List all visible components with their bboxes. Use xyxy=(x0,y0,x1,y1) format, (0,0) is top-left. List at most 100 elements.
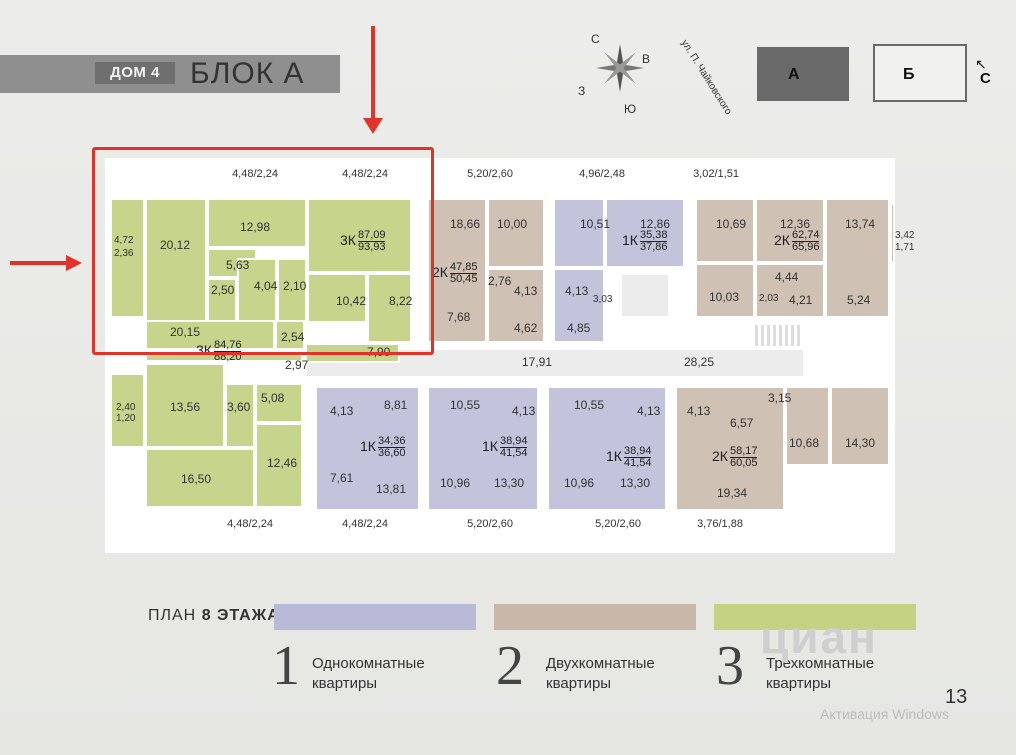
legend-title: ПЛАН 8 ЭТАЖА xyxy=(148,607,280,624)
windows-activation-watermark: Активация Windows xyxy=(820,706,950,722)
room-area: 5,63 xyxy=(226,258,250,272)
balcony-label: 2,40 xyxy=(116,402,136,413)
room-area: 4,13 xyxy=(330,404,354,418)
watermark-logo: циан xyxy=(760,611,878,663)
mini-map-b-label: Б xyxy=(903,66,915,83)
north-arrow-icon: ↖ xyxy=(975,56,987,72)
room-area: 12,46 xyxy=(267,456,298,470)
room-area: 10,51 xyxy=(580,217,611,231)
balcony-label: 2,36 xyxy=(114,248,134,259)
room-area: 4,04 xyxy=(254,279,278,293)
legend-number-2: 2 xyxy=(496,635,524,697)
stairs xyxy=(753,323,803,348)
balcony-label: 5,20/2,60 xyxy=(467,518,513,530)
arrow-right-icon xyxy=(10,261,70,265)
room-area: 2,03 xyxy=(759,293,779,304)
room-area: 5,08 xyxy=(261,391,285,405)
room-area: 4,13 xyxy=(687,404,711,418)
room-area: 13,74 xyxy=(845,217,876,231)
balcony-right-top xyxy=(890,203,895,263)
arrow-down-head-icon xyxy=(363,118,383,134)
room-area: 4,21 xyxy=(789,293,813,307)
mini-map-block-a xyxy=(757,47,849,101)
room-area: 2,10 xyxy=(283,279,307,293)
room-area: 20,12 xyxy=(160,238,191,252)
balcony-label: 1,20 xyxy=(116,413,136,424)
room-area: 3,03 xyxy=(593,294,613,305)
room-area: 13,30 xyxy=(620,476,651,490)
room-area: 2,97 xyxy=(285,358,309,372)
mini-map-north-label: С xyxy=(980,70,991,87)
room-area: 10,00 xyxy=(497,217,528,231)
room-area: 3,60 xyxy=(227,400,251,414)
legend-number-1: 1 xyxy=(272,635,300,697)
legend-swatch-3 xyxy=(714,604,916,630)
room-area: 12,86 xyxy=(640,217,671,231)
room-area: 5,24 xyxy=(847,293,871,307)
room-area: 8,22 xyxy=(389,294,413,308)
balcony-left-bottom xyxy=(110,373,145,448)
floor-plan xyxy=(105,158,895,553)
room xyxy=(830,386,890,466)
balcony-label: 4,48/2,24 xyxy=(342,518,388,530)
room-area: 12,36 xyxy=(780,217,811,231)
room-area: 10,55 xyxy=(450,398,481,412)
street-label: ул. П. Чайковского xyxy=(678,38,734,117)
room-area: 10,96 xyxy=(564,476,595,490)
room-area: 13,56 xyxy=(170,400,201,414)
room-area: 7,61 xyxy=(330,471,354,485)
room xyxy=(275,320,305,350)
room xyxy=(315,386,420,511)
room-area: 4,13 xyxy=(565,284,589,298)
balcony-label: 4,96/2,48 xyxy=(579,168,625,180)
legend-number-3: 3 xyxy=(716,635,744,697)
room xyxy=(367,273,412,343)
room xyxy=(487,198,545,268)
room xyxy=(755,263,825,318)
page-number: 13 xyxy=(945,686,968,708)
balcony-label: 5,20/2,60 xyxy=(467,168,513,180)
room xyxy=(255,383,303,423)
room-area: 13,81 xyxy=(376,482,407,496)
room xyxy=(307,273,367,323)
room xyxy=(145,363,225,448)
room xyxy=(785,386,830,466)
room xyxy=(225,383,255,448)
arrow-right-head-icon xyxy=(66,255,82,271)
room-area: 19,34 xyxy=(717,486,748,500)
balcony-label: 3,76/1,88 xyxy=(697,518,743,530)
balcony-left-top xyxy=(110,198,145,318)
room-area: 17,91 xyxy=(522,355,553,369)
room xyxy=(553,268,605,343)
compass-north-label: С xyxy=(591,32,600,46)
room xyxy=(487,268,545,343)
room-area: 10,69 xyxy=(716,217,747,231)
compass-south-label: Ю xyxy=(624,102,637,116)
room xyxy=(145,320,275,350)
room-area: 4,13 xyxy=(512,404,536,418)
room xyxy=(553,198,605,268)
room xyxy=(255,423,303,508)
compass-west-label: З xyxy=(578,84,586,98)
room xyxy=(547,386,667,511)
mini-map-a-label: А xyxy=(788,66,800,83)
room-area: 4,85 xyxy=(567,321,591,335)
room xyxy=(695,198,755,263)
highlight-frame xyxy=(92,147,434,355)
balcony-label: 4,48/2,24 xyxy=(232,168,278,180)
room xyxy=(755,198,825,263)
room-area: 4,13 xyxy=(514,284,538,298)
mini-map-block-b xyxy=(873,44,967,102)
room xyxy=(427,198,487,343)
room xyxy=(695,263,755,318)
